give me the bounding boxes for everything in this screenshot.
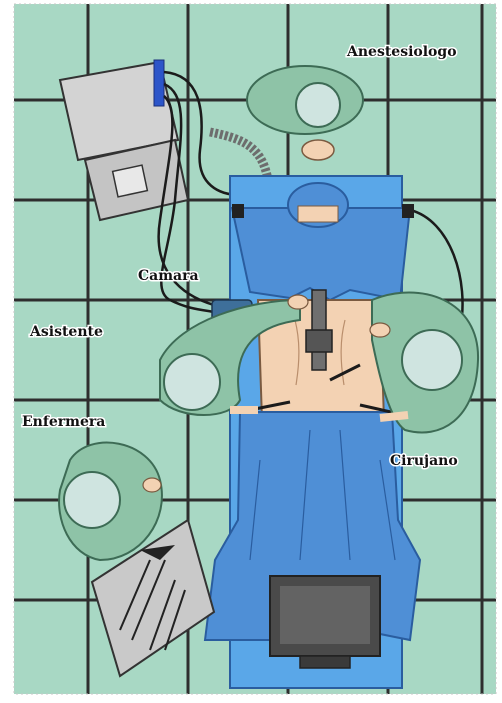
- label-camera: Camara: [138, 268, 199, 284]
- label-anesthesiologist: Anestesiologo: [346, 44, 457, 60]
- label-surgeon: Cirujano: [390, 453, 458, 469]
- label-assistant: Asistente: [29, 324, 103, 340]
- patient-head: [288, 183, 348, 227]
- drape-clamp-left: [232, 204, 244, 218]
- video-monitor: [270, 576, 380, 668]
- label-nurse: Enfermera: [22, 414, 105, 430]
- drape-clamp-right: [402, 204, 414, 218]
